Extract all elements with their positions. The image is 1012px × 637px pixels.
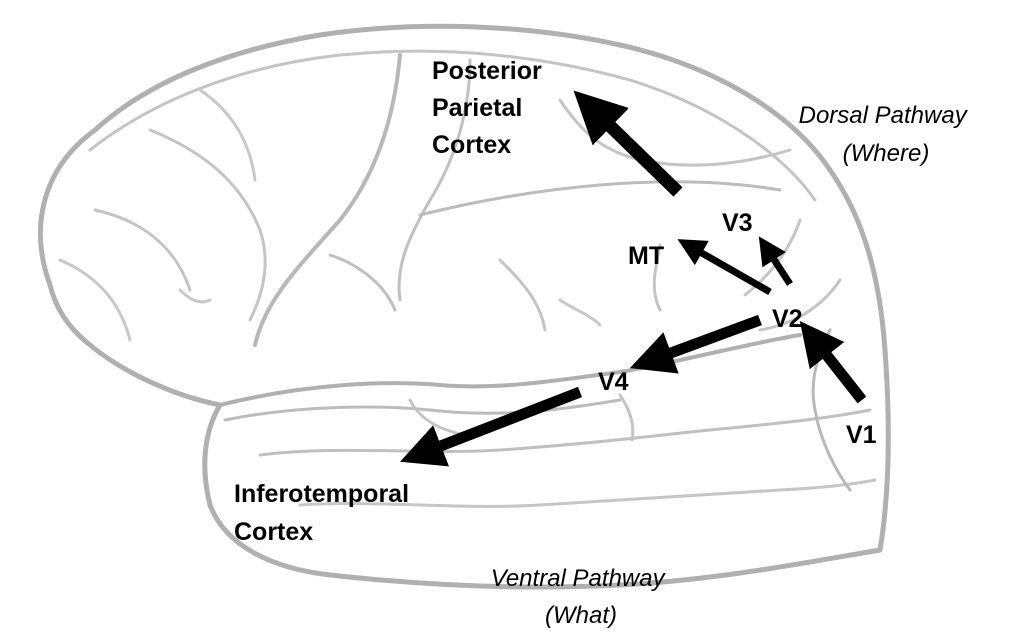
ventral-pathway-label: Ventral Pathway (What) xyxy=(491,565,672,629)
region-labels: Posterior Parietal Cortex MT V3 V2 V4 V1… xyxy=(234,57,877,546)
v1-label: V1 xyxy=(846,421,877,449)
occipital-sulcus-4 xyxy=(560,300,600,325)
posterior-parietal-label: Posterior Parietal Cortex xyxy=(432,57,549,159)
posterior-parietal-line-2: Parietal xyxy=(432,94,522,122)
frontal-sulcus-4 xyxy=(200,90,255,180)
arrow-v2-to-v4 xyxy=(668,320,760,354)
frontal-sulcus-1 xyxy=(150,130,265,320)
arrow-v2-to-mt xyxy=(700,252,770,292)
v4-label: V4 xyxy=(598,368,629,396)
arrow-v2-to-v3 xyxy=(773,258,790,284)
v3-label: V3 xyxy=(722,209,753,237)
sylvian-fissure xyxy=(220,335,800,405)
posterior-parietal-line-3: Cortex xyxy=(432,131,511,159)
arrow-v1-to-v2 xyxy=(825,353,862,400)
ventral-pathway-line-1: Ventral Pathway xyxy=(491,565,667,592)
ventral-pathway-line-2: (What) xyxy=(545,602,617,629)
inferotemporal-line-2: Cortex xyxy=(234,518,313,546)
inferotemporal-label: Inferotemporal Cortex xyxy=(234,480,416,546)
inferotemporal-line-1: Inferotemporal xyxy=(234,480,409,508)
v2-label: V2 xyxy=(772,305,803,333)
pathway-labels: Dorsal Pathway (Where) Ventral Pathway (… xyxy=(491,102,974,629)
parietal-sulcus-1 xyxy=(560,100,790,165)
dorsal-pathway-line-1: Dorsal Pathway xyxy=(799,102,969,129)
superior-temporal-sulcus xyxy=(260,410,870,455)
sulcus-branch-1 xyxy=(330,255,395,310)
central-sulcus xyxy=(255,55,400,345)
sulcus-branch-5 xyxy=(180,290,210,302)
sulcus-branch-4 xyxy=(410,400,465,435)
pathway-arrows xyxy=(438,124,862,447)
mt-label: MT xyxy=(628,242,664,270)
dorsal-pathway-label: Dorsal Pathway (Where) xyxy=(799,102,974,167)
frontal-sulcus-2 xyxy=(95,210,190,290)
arrow-v4-to-inferotemporal xyxy=(438,392,580,447)
sulcus-branch-3 xyxy=(620,395,633,440)
posterior-parietal-line-1: Posterior xyxy=(432,57,542,85)
dorsal-pathway-line-2: (Where) xyxy=(843,140,930,167)
sulcus-branch-2 xyxy=(500,260,545,330)
